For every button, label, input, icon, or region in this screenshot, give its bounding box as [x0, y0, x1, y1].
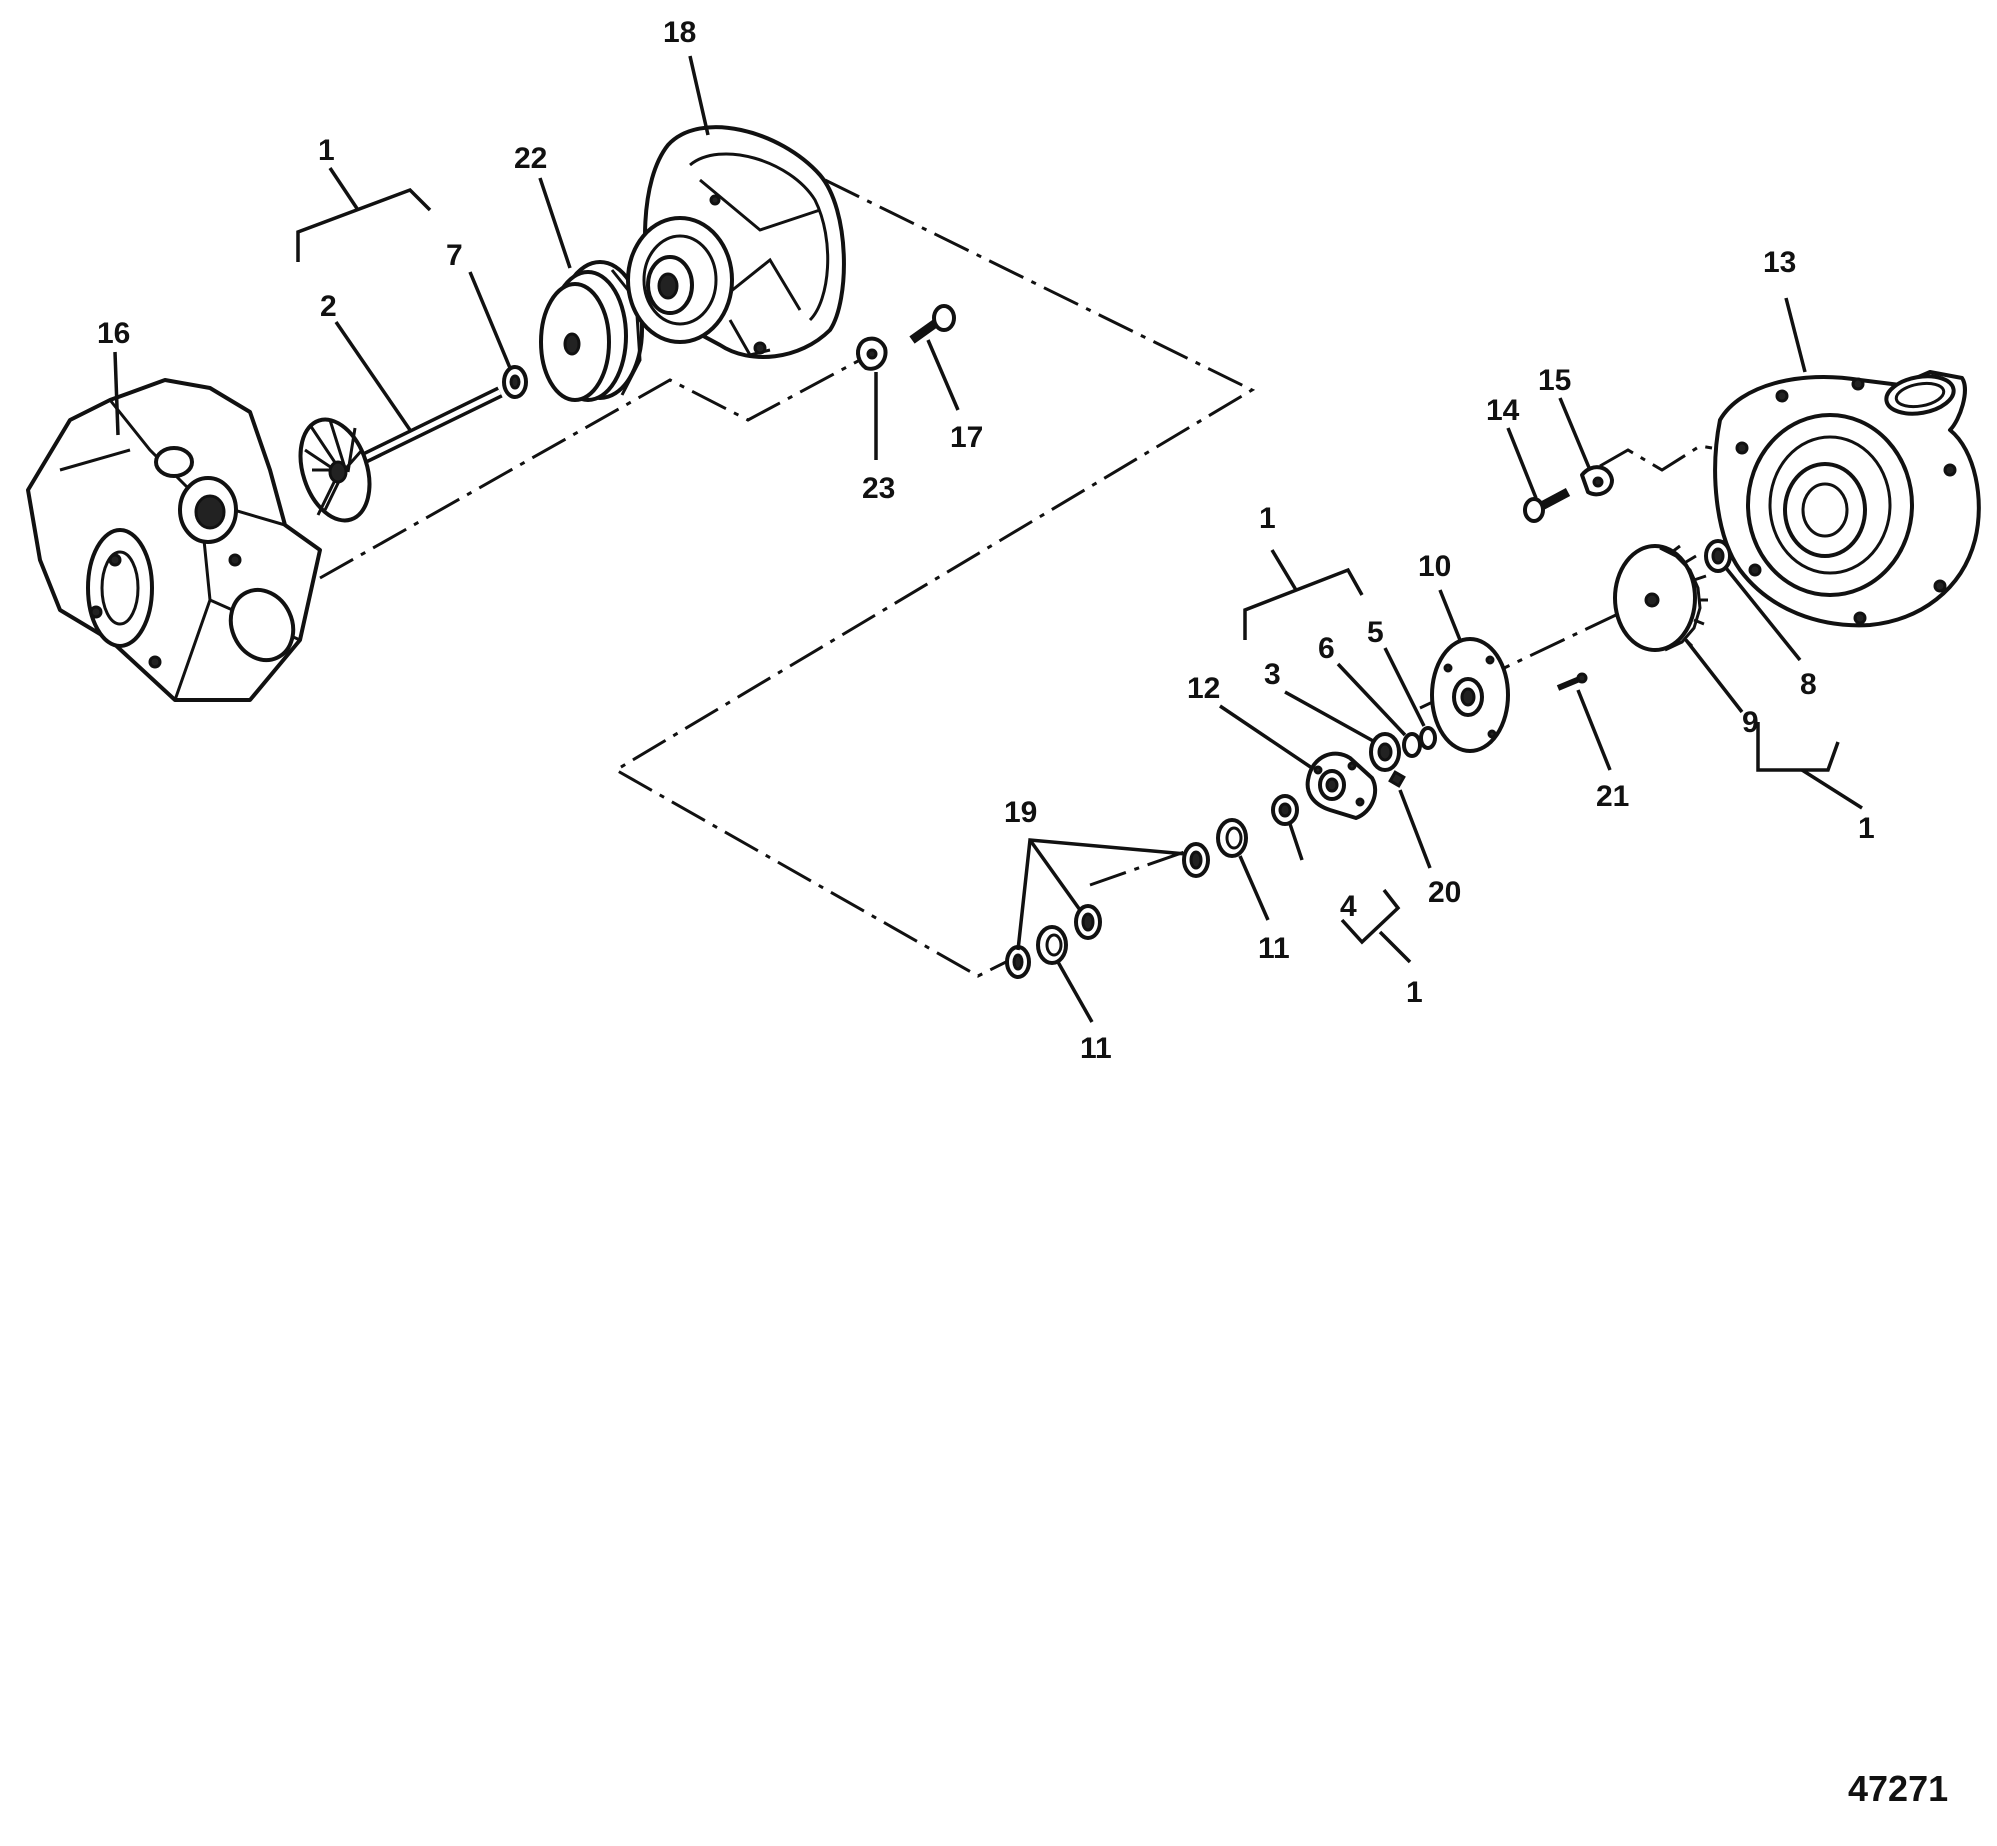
ring-7: [502, 365, 528, 399]
callout-23: 23: [862, 472, 895, 505]
thrust-collar-3: [1369, 732, 1401, 772]
pin-20: [1388, 770, 1406, 788]
screw-14: [1523, 488, 1571, 523]
callout-19: 19: [1004, 796, 1037, 829]
callout-1-right: 1: [1858, 812, 1875, 845]
turbine-housing: [26, 378, 322, 702]
callout-9: 9: [1742, 706, 1759, 739]
callout-22: 22: [514, 142, 547, 175]
callout-21: 21: [1596, 780, 1629, 813]
callout-14: 14: [1486, 394, 1520, 427]
callout-18: 18: [663, 16, 696, 49]
callout-13: 13: [1763, 246, 1796, 279]
bearing-housing-18: [626, 125, 846, 359]
callout-11-upper: 11: [1258, 932, 1290, 965]
retaining-ring-19-c: [1005, 945, 1031, 979]
compressor-wheel-9: [1613, 544, 1708, 652]
clamp-15: [1580, 465, 1614, 497]
pin-21: [1556, 672, 1588, 691]
callout-1-top: 1: [318, 134, 335, 167]
insert-plate-10: [1430, 637, 1510, 753]
callout-7: 7: [446, 239, 463, 272]
callout-20: 20: [1428, 876, 1461, 909]
callout-1-middle: 1: [1259, 502, 1276, 535]
callout-12: 12: [1187, 672, 1220, 705]
compressor-housing-13: [1713, 370, 1981, 628]
callout-11-lower: 11: [1080, 1032, 1112, 1065]
callout-labels: 1 2 7 22 18 16 23 17 13 14 15 1 10 6 5 3…: [97, 16, 1875, 1065]
seal-plate-22: [539, 260, 644, 402]
callout-16: 16: [97, 317, 130, 350]
callout-17: 17: [950, 421, 983, 454]
journal-bearing-11-lower: [1036, 925, 1068, 965]
thrust-spacer-4: [1271, 794, 1299, 826]
ring-6: [1402, 732, 1422, 758]
turbine-wheel-shaft: [298, 386, 503, 523]
assembly-centerlines: [319, 178, 1713, 978]
callout-3: 3: [1264, 658, 1281, 691]
callout-1-bottom: 1: [1406, 976, 1423, 1009]
retaining-ring-19-a: [1182, 842, 1210, 878]
retaining-ring-19-b: [1074, 904, 1102, 940]
callout-10: 10: [1418, 550, 1451, 583]
bolt-17: [909, 304, 956, 344]
ring-5: [1419, 726, 1437, 750]
figure-number: 47271: [1848, 1768, 1949, 1809]
lock-plate-23: [856, 336, 888, 371]
callout-2: 2: [320, 290, 337, 323]
callout-8: 8: [1800, 668, 1817, 701]
callout-leaders: [113, 55, 1863, 1023]
callout-5: 5: [1367, 616, 1384, 649]
journal-bearing-11-upper: [1216, 818, 1248, 858]
nut-8: [1704, 539, 1732, 573]
callout-4: 4: [1340, 890, 1357, 923]
callout-6: 6: [1318, 632, 1335, 665]
thrust-bearing-12: [1305, 751, 1378, 820]
callout-15: 15: [1538, 364, 1571, 397]
